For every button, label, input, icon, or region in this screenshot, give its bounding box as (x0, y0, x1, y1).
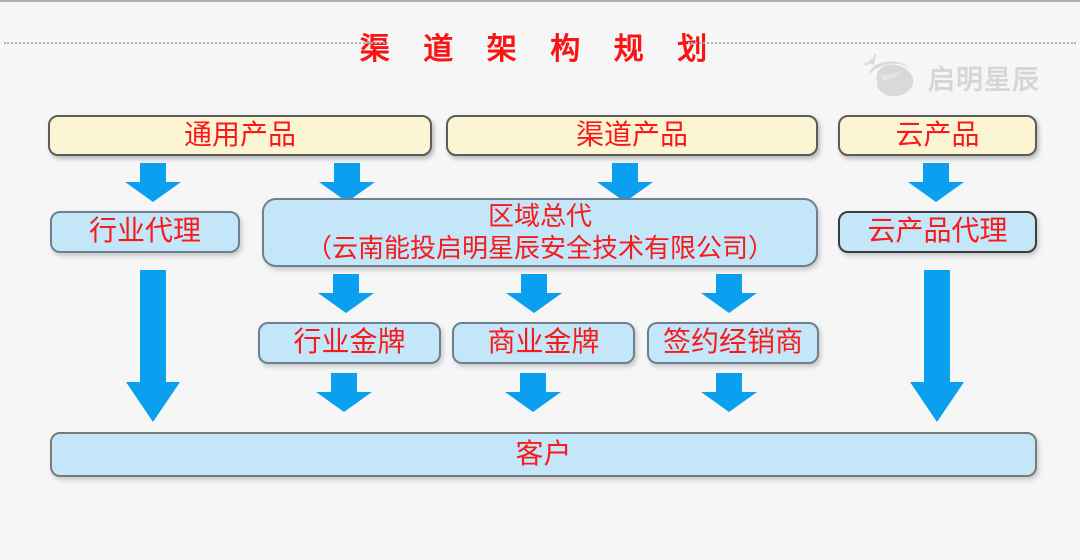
arrow-regional-to-contracted-dealer (701, 274, 757, 313)
node-industry-agent: 行业代理 (50, 211, 240, 253)
arrow-general-to-industry-agent (125, 163, 181, 202)
arrow-regional-to-industry-gold (318, 274, 374, 313)
node-label: 云产品 (895, 119, 980, 151)
arrow-commercial-gold-to-customer (505, 373, 561, 412)
arrow-general-to-regional (319, 163, 375, 202)
node-label: 客户 (515, 438, 572, 470)
node-cloud-products: 云产品 (838, 115, 1037, 156)
node-label: 行业金牌 (293, 327, 406, 359)
node-industry-gold: 行业金牌 (258, 322, 441, 364)
brand-name: 启明星辰 (928, 64, 1040, 95)
page-title: 渠 道 架 构 规 划 (359, 33, 721, 66)
node-channel-products: 渠道产品 (446, 115, 818, 156)
arrow-cloud-to-cloud-agent (908, 163, 964, 202)
node-cloud-agent: 云产品代理 (838, 211, 1037, 253)
node-label: 商业金牌 (487, 327, 600, 359)
node-general-products: 通用产品 (48, 115, 432, 156)
node-contracted-dealer: 签约经销商 (647, 322, 819, 364)
arrow-regional-to-commercial-gold (506, 274, 562, 313)
node-commercial-gold: 商业金牌 (452, 322, 635, 364)
arrow-cloud-agent-to-customer (910, 270, 964, 422)
arrow-industry-agent-to-customer (126, 270, 180, 422)
arrow-contracted-dealer-to-customer (701, 373, 757, 412)
node-customer: 客户 (50, 432, 1037, 477)
arrow-channel-to-regional (597, 163, 653, 202)
node-label: 行业代理 (88, 216, 201, 248)
node-label: 签约经销商 (662, 327, 803, 359)
node-label: 通用产品 (183, 119, 296, 151)
header-divider-left (4, 42, 388, 44)
brand-logo: Venus 启明星辰 (858, 52, 1058, 102)
header-divider-right (688, 42, 1076, 44)
node-label: 渠道产品 (575, 119, 688, 151)
node-label-line2: （云南能投启明星辰安全技术有限公司） (305, 233, 774, 263)
node-label: 云产品代理 (867, 216, 1008, 248)
arrow-industry-gold-to-customer (316, 373, 372, 412)
node-regional-distributor: 区域总代 （云南能投启明星辰安全技术有限公司） (262, 198, 818, 267)
node-label-line1: 区域总代 (487, 202, 592, 232)
venus-swoosh-icon: Venus (858, 52, 920, 102)
